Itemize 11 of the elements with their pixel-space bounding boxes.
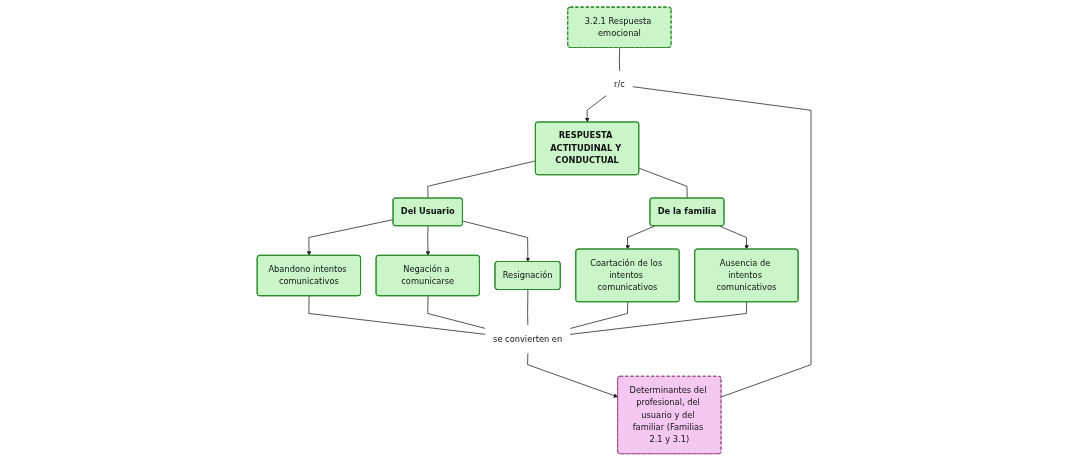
connector — [308, 295, 486, 335]
connector — [569, 301, 747, 335]
connector — [632, 86, 812, 398]
connector — [638, 167, 688, 199]
connector — [427, 160, 536, 199]
connector — [527, 289, 529, 326]
node-text: se convierten en — [492, 333, 563, 344]
connector — [427, 295, 486, 329]
connector — [569, 301, 629, 329]
connector — [618, 47, 620, 72]
node-text: r/c — [613, 79, 625, 90]
